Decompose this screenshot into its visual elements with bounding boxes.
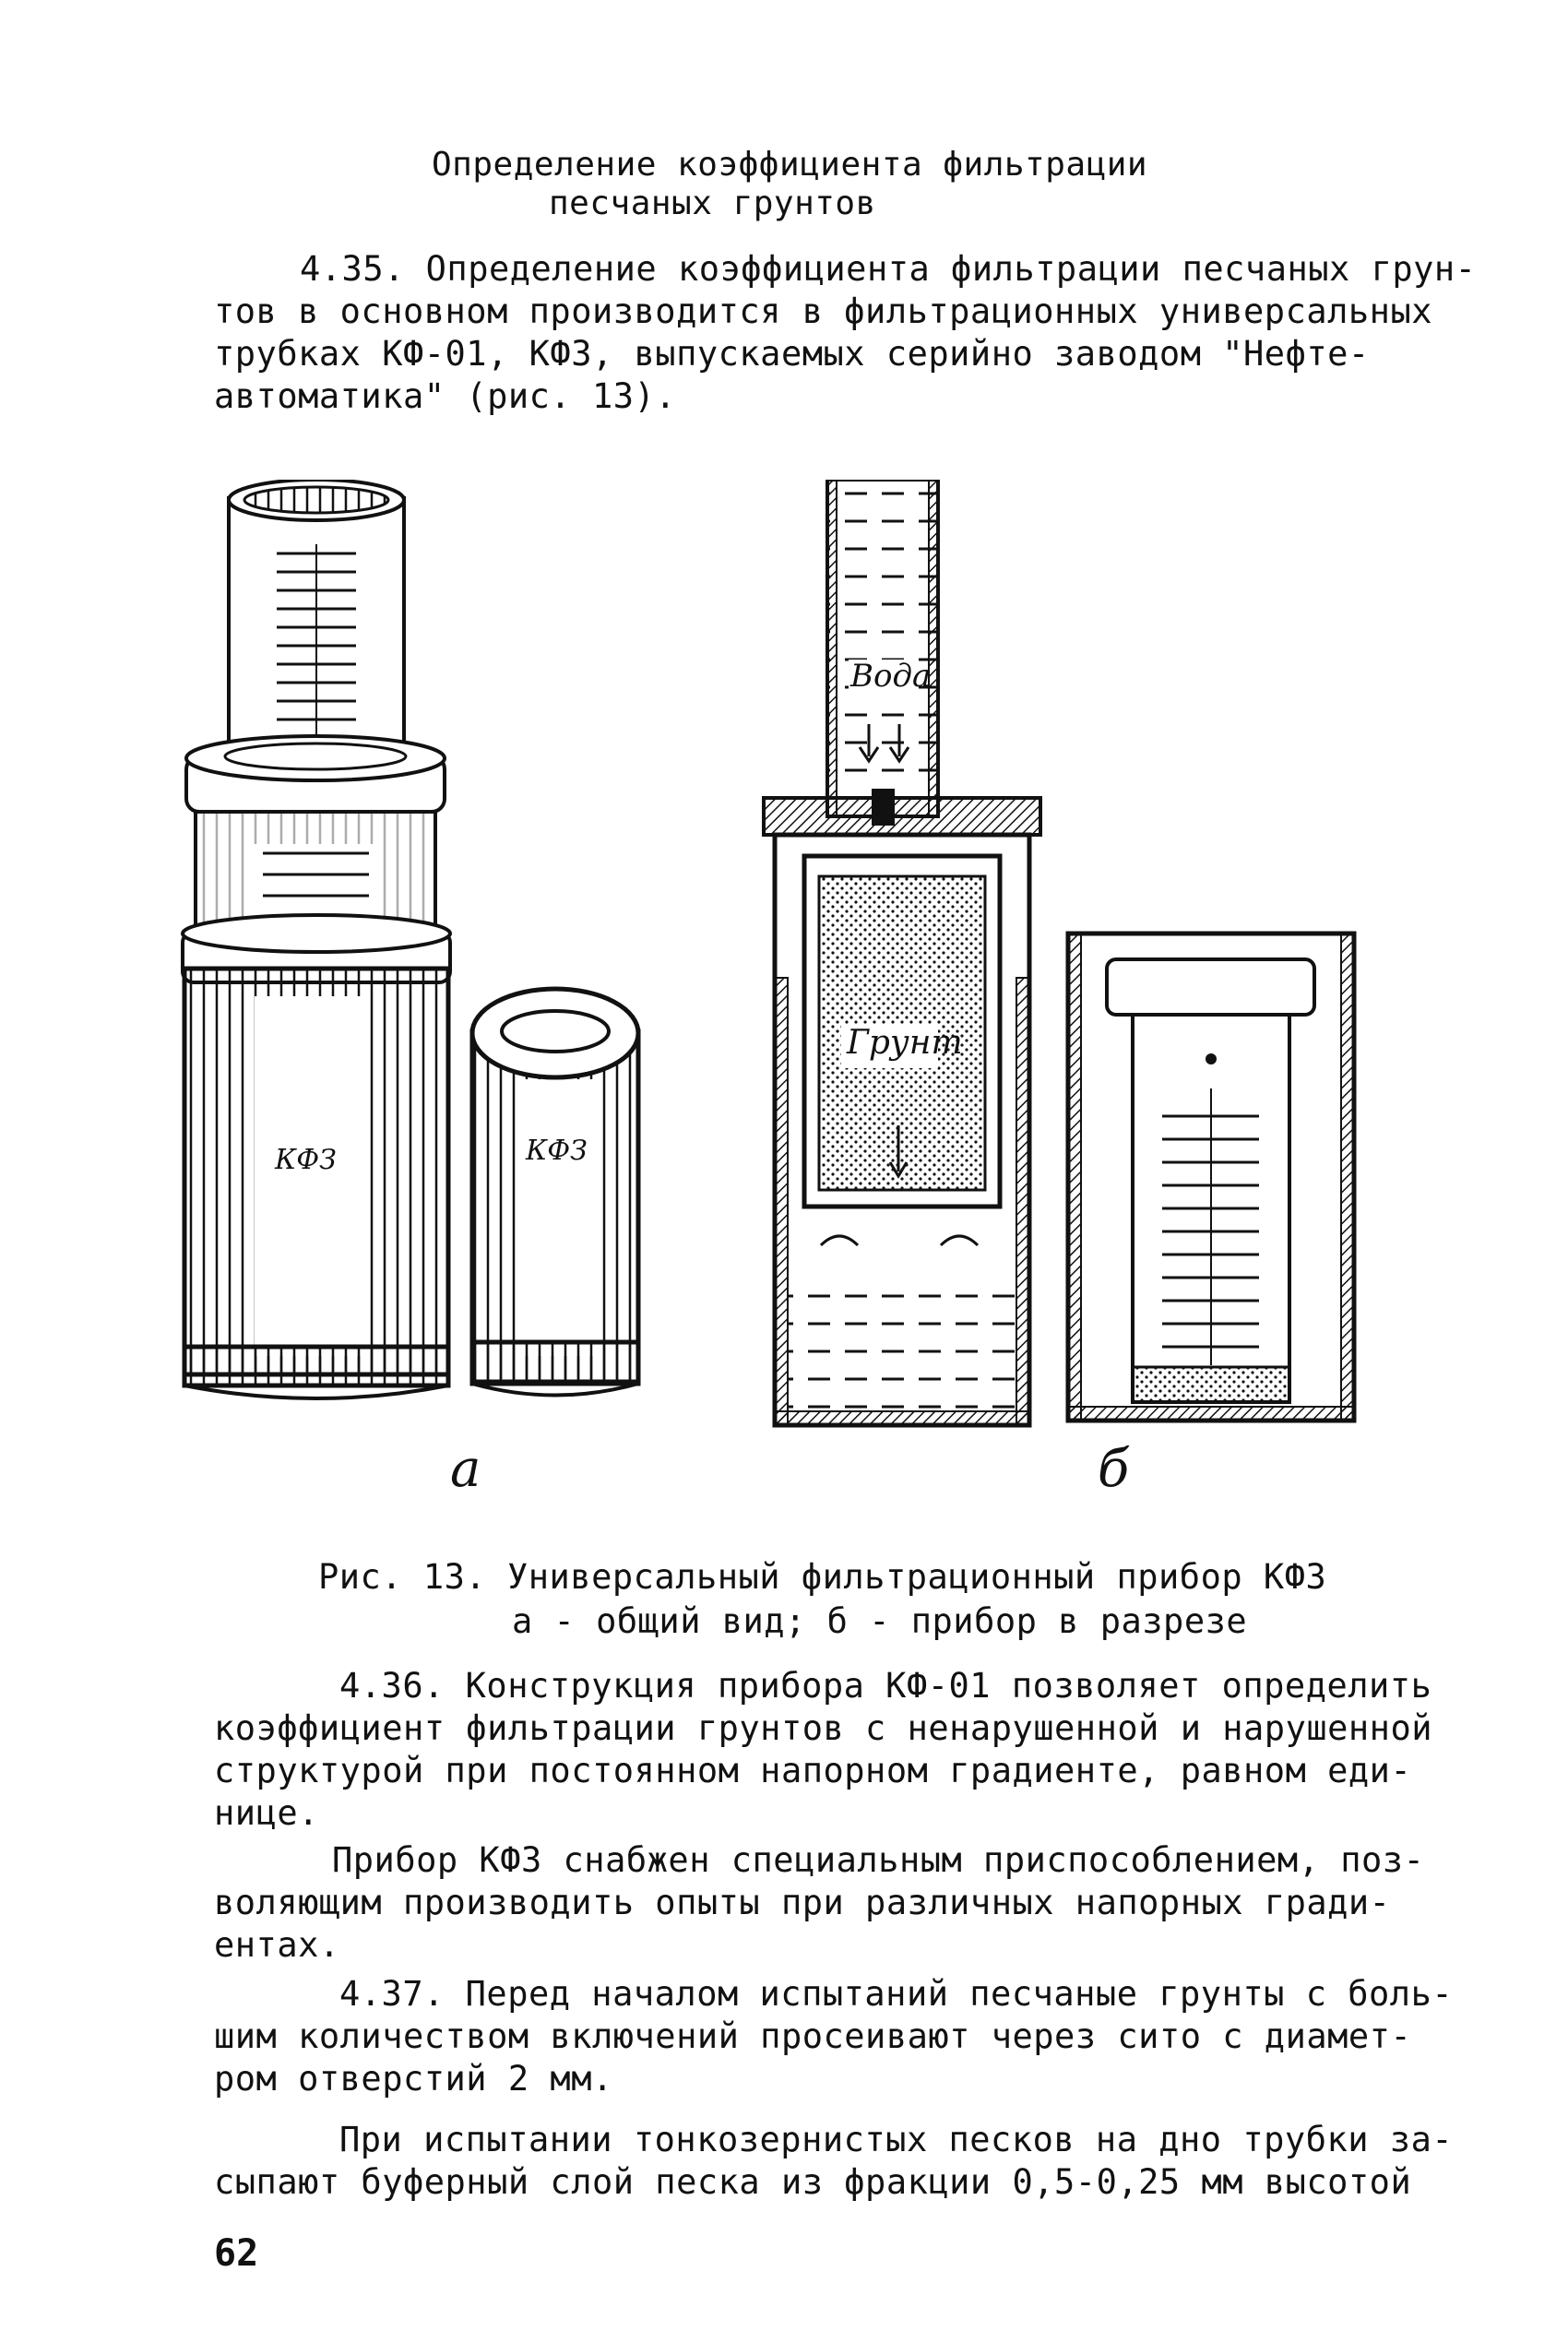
figure-caption-line2: а - общий вид; б - прибор в разрезе	[512, 1601, 1248, 1641]
figure-illustration	[181, 478, 1357, 1428]
paragraph-4-37-line: шим количеством включений просеивают чер…	[214, 2016, 1412, 2056]
paragraph-4-35-line: тов в основном производится в фильтрацио…	[214, 291, 1433, 331]
section-heading-line1: Определение коэффициента фильтрации	[432, 146, 1148, 184]
paragraph-fine-sand-line: сыпают буферный слой песка из фракции 0,…	[214, 2162, 1412, 2202]
figure-13: КФЗ КФЗ Вода Грунт а б	[175, 478, 1402, 1540]
figure-label-b: б	[1098, 1439, 1130, 1499]
soil-label: Грунт	[847, 1024, 963, 1062]
paragraph-4-35-line: 4.35. Определение коэффициента фильтраци…	[300, 249, 1477, 289]
paragraph-kfz-line: Прибор КФЗ снабжен специальным приспособ…	[332, 1840, 1425, 1880]
paragraph-fine-sand-line: При испытании тонкозернистых песков на д…	[339, 2120, 1454, 2159]
paragraph-4-37-line: 4.37. Перед началом испытаний песчаные г…	[339, 1974, 1454, 2014]
device-b-section	[762, 478, 1042, 1428]
paragraph-4-36-line: нице.	[214, 1793, 319, 1833]
paragraph-4-35-line: автоматика" (рис. 13).	[214, 376, 677, 416]
device-a-can-marking: КФЗ	[526, 1135, 588, 1167]
device-a-can	[469, 986, 641, 1397]
page-number: 62	[214, 2232, 259, 2275]
section-heading-line2: песчаных грунтов	[549, 184, 876, 222]
paragraph-4-37-line: ром отверстий 2 мм.	[214, 2059, 613, 2099]
paragraph-kfz-line: ентах.	[214, 1925, 340, 1965]
paragraph-4-36-line: структурой при постоянном напорном гради…	[214, 1751, 1412, 1790]
figure-caption-line1: Рис. 13. Универсальный фильтрационный пр…	[318, 1557, 1327, 1597]
paragraph-4-36-line: 4.36. Конструкция прибора КФ-01 позволяе…	[339, 1666, 1432, 1706]
paragraph-4-36-line: коэффициент фильтрации грунтов с ненаруш…	[214, 1708, 1433, 1748]
figure-label-a: а	[450, 1439, 481, 1499]
paragraph-4-35-line: трубках КФ-01, КФЗ, выпускаемых серийно …	[214, 334, 1370, 374]
device-b-small-section	[1065, 931, 1357, 1423]
device-a-marking: КФЗ	[275, 1144, 337, 1176]
water-label: Вода	[850, 658, 932, 695]
paragraph-kfz-line: воляющим производить опыты при различных…	[214, 1883, 1391, 1922]
device-a-assembled	[181, 478, 452, 1400]
